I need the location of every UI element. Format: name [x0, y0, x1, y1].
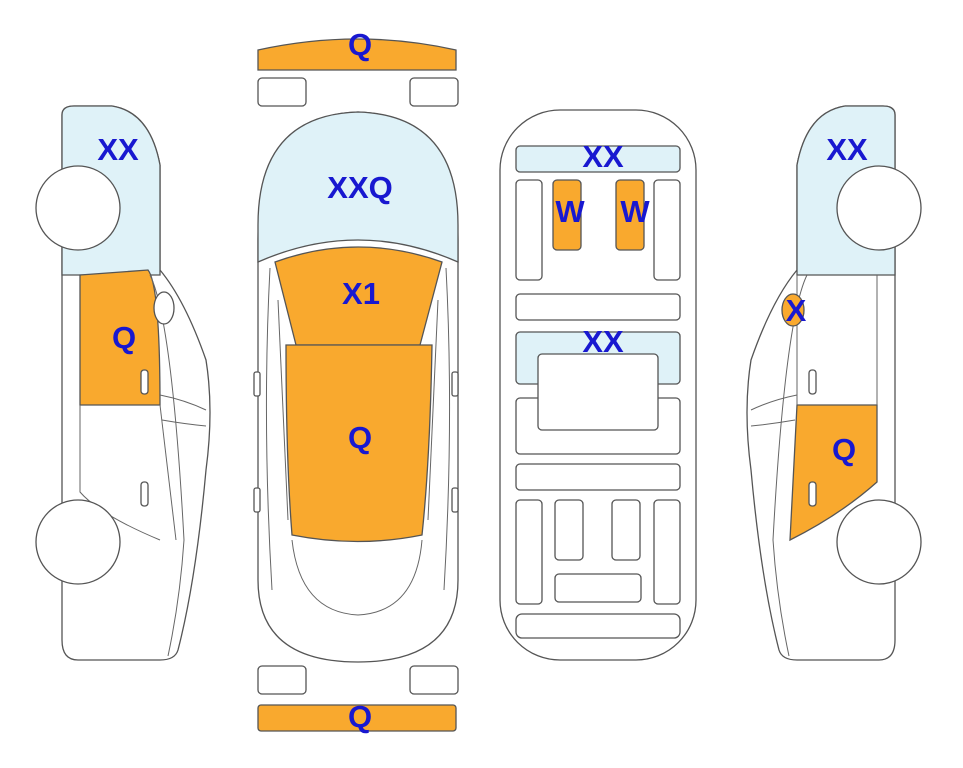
- front-left-rail: [515, 179, 543, 281]
- seat-right-panel[interactable]: [615, 179, 645, 251]
- top-right-mirror: [451, 371, 459, 397]
- top-left-handle: [253, 487, 261, 513]
- right-handle-front: [808, 369, 817, 395]
- top-left-side-line: [265, 267, 273, 591]
- left-handle-rear: [140, 481, 149, 507]
- right-side-view: XX X Q: [746, 105, 922, 661]
- right-rear-door-label: Q: [832, 432, 856, 467]
- rear-bumper-label: Q: [348, 699, 372, 734]
- top-left-inner-line: [277, 299, 289, 521]
- hood-windshield-glass[interactable]: [257, 111, 459, 263]
- roof-label: X1: [342, 276, 380, 311]
- rear-bumper-panel[interactable]: [257, 704, 457, 732]
- top-right-handle: [451, 487, 459, 513]
- right-handle-rear: [808, 481, 817, 507]
- underbody-front-glass[interactable]: [515, 145, 681, 173]
- right-mirror-label: X: [786, 293, 807, 328]
- right-mirror-panel[interactable]: [781, 293, 805, 327]
- seat-left-label: W: [555, 194, 585, 229]
- right-rear-wheel: [836, 499, 922, 585]
- top-right-inner-line: [427, 299, 439, 521]
- front-right-rail: [653, 179, 681, 281]
- underbody-rear-glass-label: XX: [582, 324, 624, 359]
- cross-member-1: [515, 293, 681, 321]
- hood-windshield-label: XXQ: [327, 170, 392, 205]
- rear-inner-left: [554, 499, 584, 561]
- underbody-view: XX W W XX: [499, 109, 697, 661]
- left-glass-label: XX: [97, 132, 139, 167]
- top-view: Q XXQ X1 Q Q: [253, 27, 459, 734]
- left-window-line-2: [161, 419, 207, 427]
- front-left-light: [257, 77, 307, 107]
- roof-panel[interactable]: [274, 246, 443, 346]
- seat-right-label: W: [620, 194, 650, 229]
- underbody-front-glass-label: XX: [582, 139, 624, 174]
- rear-inner-right: [611, 499, 641, 561]
- rear-left-rail: [515, 499, 543, 605]
- right-front-wheel: [836, 165, 922, 251]
- right-window-line: [750, 394, 798, 411]
- right-glass-label: XX: [826, 132, 868, 167]
- front-right-light: [409, 77, 459, 107]
- left-handle-front: [140, 369, 149, 395]
- left-front-wheel: [35, 165, 121, 251]
- seat-left-panel[interactable]: [552, 179, 582, 251]
- front-bumper-label: Q: [348, 27, 372, 62]
- top-left-mirror: [253, 371, 261, 397]
- left-door-line-2: [159, 404, 177, 541]
- trunk-label: Q: [348, 420, 372, 455]
- left-side-view: XX Q: [35, 105, 211, 661]
- left-mirror: [153, 291, 175, 325]
- front-bumper-panel[interactable]: [257, 38, 457, 71]
- rear-cross: [554, 573, 642, 603]
- left-rear-wheel: [35, 499, 121, 585]
- rear-right-rail: [653, 499, 681, 605]
- trunk-panel[interactable]: [285, 344, 433, 543]
- left-window-line: [159, 394, 207, 411]
- left-front-door-label: Q: [112, 320, 136, 355]
- right-window-line-2: [750, 419, 796, 427]
- rear-right-light: [409, 665, 459, 695]
- top-right-side-line: [443, 267, 451, 591]
- center-panel: [537, 353, 659, 431]
- rear-left-light: [257, 665, 307, 695]
- rear-window-line: [291, 539, 423, 616]
- rear-bottom-bar: [515, 613, 681, 639]
- cross-member-2: [515, 463, 681, 491]
